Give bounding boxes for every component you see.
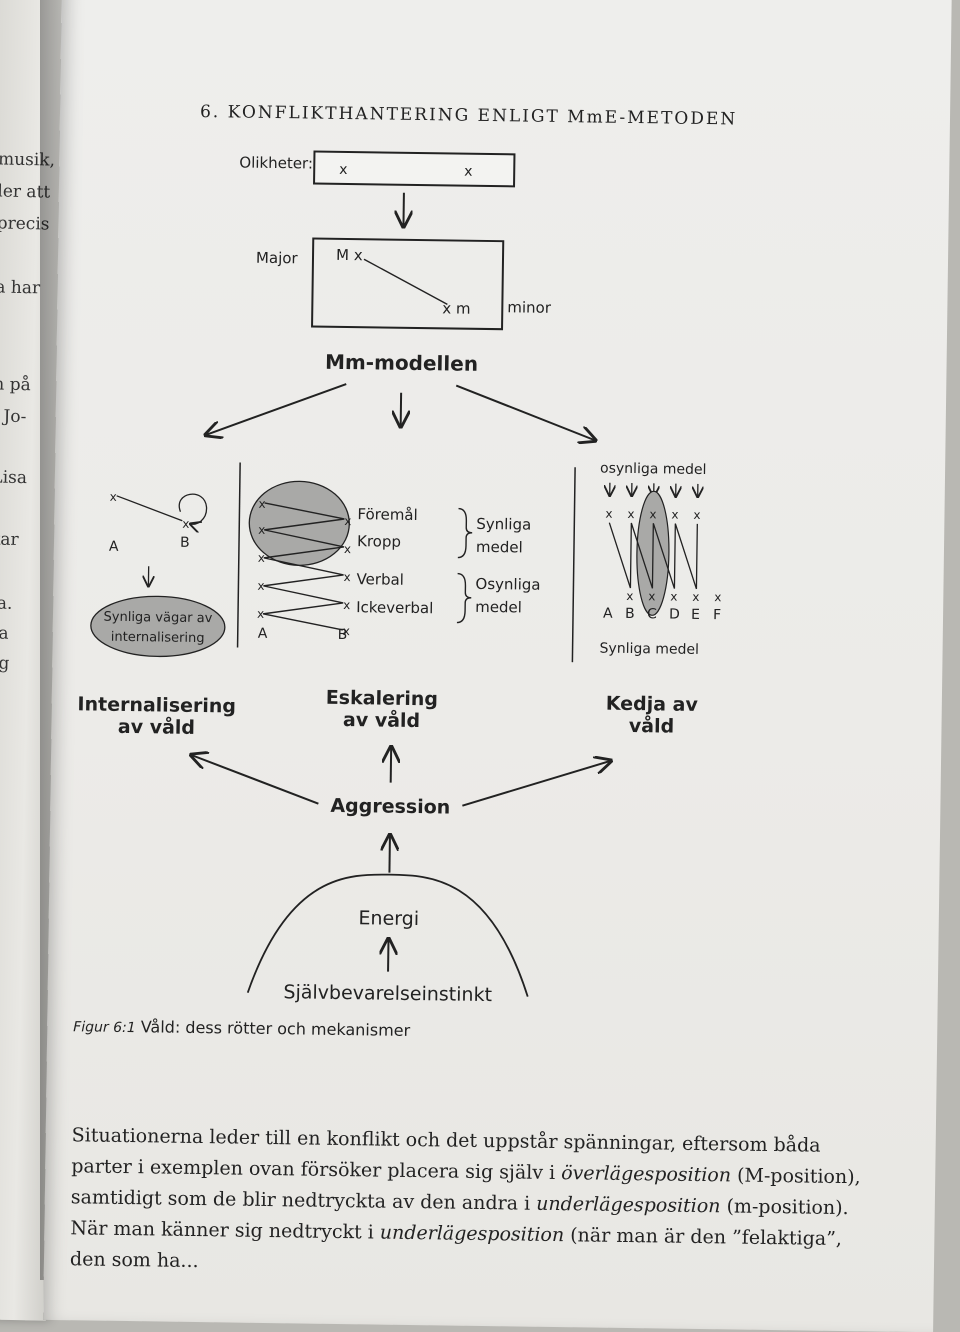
svg-text:x: x [110, 490, 117, 504]
svg-text:x: x [671, 508, 678, 522]
column-divider [238, 463, 241, 648]
synliga-medel: medel [476, 538, 523, 557]
m-label: x m [442, 299, 471, 317]
olikheter-label: Olikheter: [239, 153, 313, 172]
label-A: A [258, 626, 268, 642]
svg-text:x: x [257, 607, 264, 621]
svg-text:x: x [692, 590, 699, 604]
arrow-up [391, 747, 392, 783]
internalisering-title: Internalisering [77, 693, 236, 717]
arrow-right [455, 386, 596, 441]
x-mark: x [464, 164, 473, 180]
svg-text:x: x [648, 589, 655, 603]
left-fragment: ra. [0, 593, 13, 613]
label-A: A [109, 539, 119, 555]
svg-text:x: x [344, 514, 351, 528]
emphasis: överlägesposition [561, 1162, 731, 1186]
aggression-label: Aggression [330, 795, 450, 819]
brace [458, 509, 473, 558]
synliga-medel-label: Synliga medel [599, 641, 699, 658]
column-divider [572, 467, 575, 662]
x-mark: x [339, 162, 348, 178]
brace [457, 574, 472, 623]
svg-text:x: x [627, 507, 634, 521]
label-B: B [180, 535, 190, 551]
caption-text: Våld: dess rötter och mekanismer [141, 1017, 411, 1040]
label-B: B [338, 627, 348, 643]
svg-text:x: x [258, 551, 265, 565]
left-fragment: ng [0, 653, 10, 673]
svg-text:x: x [670, 590, 677, 604]
internalisering-ellipse [90, 595, 225, 657]
kedja-panel: osynliga medel x x x x x x x x x x A B C… [597, 461, 723, 659]
arrow-up [389, 835, 390, 873]
ickeverbal-label: Ickeverbal [356, 598, 433, 617]
left-fragment: ı Jo- [0, 406, 27, 427]
left-fragment: kar [0, 529, 19, 550]
svg-text:x: x [182, 517, 189, 531]
chain-letter: B [625, 606, 635, 622]
violence-diagram: Olikheter: x x Major M x x m minor Mm-mo… [47, 0, 941, 1022]
internalisering-title: av våld [118, 714, 195, 739]
eskalering-panel: x x x x x x x x x x Föremål Kropp Verbal… [248, 481, 542, 646]
chain-letter: C [647, 606, 657, 622]
foremal-label: Föremål [357, 505, 418, 524]
synliga-medel: Synliga [476, 515, 531, 534]
arrow-right-up [462, 759, 611, 808]
mm-modellen-title: Mm-modellen [325, 350, 478, 376]
arrow-left [206, 382, 347, 437]
body-paragraph: Situationerna leder till en konflikt och… [70, 1120, 912, 1287]
svg-text:x: x [714, 590, 721, 604]
svg-text:x: x [258, 523, 265, 537]
svg-text:x: x [258, 497, 265, 511]
figure-caption: Figur 6:1 Våld: dess rötter och mekanism… [73, 1016, 410, 1040]
kedja-title: Kedja av [606, 693, 699, 716]
ellipse-text: Synliga vägar av [103, 610, 212, 627]
chain-letter: E [691, 607, 700, 623]
svg-text:x: x [693, 508, 700, 522]
osynliga-medel: medel [475, 598, 522, 617]
emphasis: underlägesposition [380, 1222, 565, 1247]
internalisering-panel: x x A B Synliga vägar av internalisering [90, 489, 226, 657]
osynliga-medel-label: osynliga medel [600, 461, 707, 478]
figure-label: Figur 6:1 [73, 1019, 136, 1036]
svg-text:x: x [343, 570, 350, 584]
ellipse-text: internalisering [111, 630, 205, 646]
chain-letter: A [603, 606, 613, 622]
eskalering-title: av våld [343, 707, 420, 732]
chain-letter: D [669, 607, 680, 623]
major-label: Major [256, 249, 299, 268]
chain-letter: F [713, 607, 721, 623]
svg-text:x: x [626, 589, 633, 603]
emphasis: underlägesposition [536, 1193, 721, 1218]
svg-text:x: x [257, 579, 264, 593]
sjalvbevarelse-label: Självbevarelseinstinkt [283, 981, 492, 1006]
left-fragment: a har [0, 277, 40, 298]
minor-label: minor [507, 298, 552, 317]
svg-text:x: x [343, 598, 350, 612]
osynliga-medel: Osynliga [475, 575, 540, 594]
svg-text:x: x [649, 507, 656, 521]
eskalering-title: Eskalering [326, 687, 438, 711]
M-label: M x [336, 246, 363, 264]
arrow-left-up [190, 755, 319, 804]
book-page: 6. KONFLIKTHANTERING ENLIGT MmE-METODEN … [43, 0, 952, 1332]
energi-arc [248, 873, 530, 997]
left-fragment: Lisa [0, 467, 27, 488]
kropp-label: Kropp [357, 532, 401, 551]
svg-text:x: x [605, 507, 612, 521]
kedja-title: våld [629, 713, 675, 738]
svg-text:x: x [344, 542, 351, 556]
verbal-label: Verbal [356, 570, 404, 589]
left-fragment: ka [0, 623, 9, 643]
energi-label: Energi [358, 907, 419, 930]
left-fragment: n på [0, 374, 31, 395]
major-minor-line [363, 259, 448, 304]
